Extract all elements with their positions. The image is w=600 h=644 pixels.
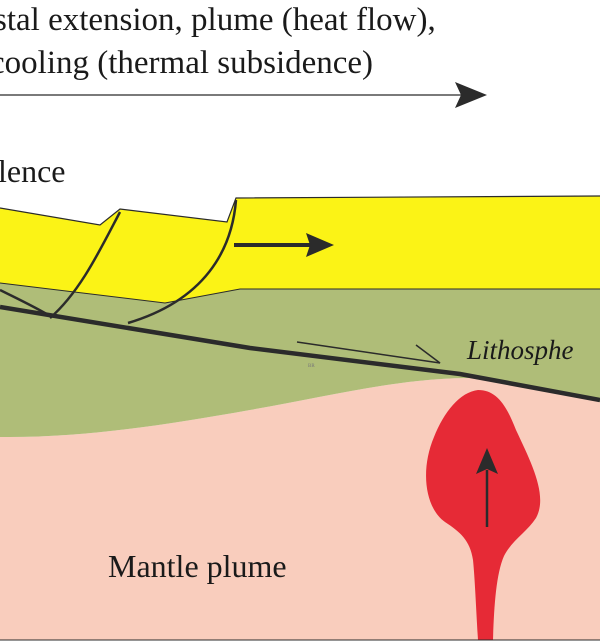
- crust-base-outline: [0, 282, 600, 304]
- title-arrow-head: [455, 82, 487, 108]
- detachment-line: [0, 304, 600, 403]
- fault-2: [49, 211, 122, 319]
- title-line-2: cooling (thermal subsidence): [0, 45, 373, 81]
- fault-3: [127, 199, 238, 325]
- upper-crust-layer: [0, 196, 600, 303]
- extension-arrow-head: [306, 233, 334, 257]
- watermark-label: BR: [308, 364, 315, 369]
- lithospheric-mantle-layer: [0, 283, 600, 438]
- mantle-plume-shape: [426, 390, 541, 640]
- subsidence-label: lence: [0, 153, 66, 189]
- title-line-1: stal extension, plume (heat flow),: [0, 2, 436, 38]
- plume-arrow-head: [476, 448, 498, 474]
- crust-outline: [0, 195, 600, 226]
- mantle-plume-label: Mantle plume: [108, 548, 287, 584]
- lithosphere-label: Lithosphe: [466, 335, 574, 365]
- shear-half-arrow: [296, 341, 441, 364]
